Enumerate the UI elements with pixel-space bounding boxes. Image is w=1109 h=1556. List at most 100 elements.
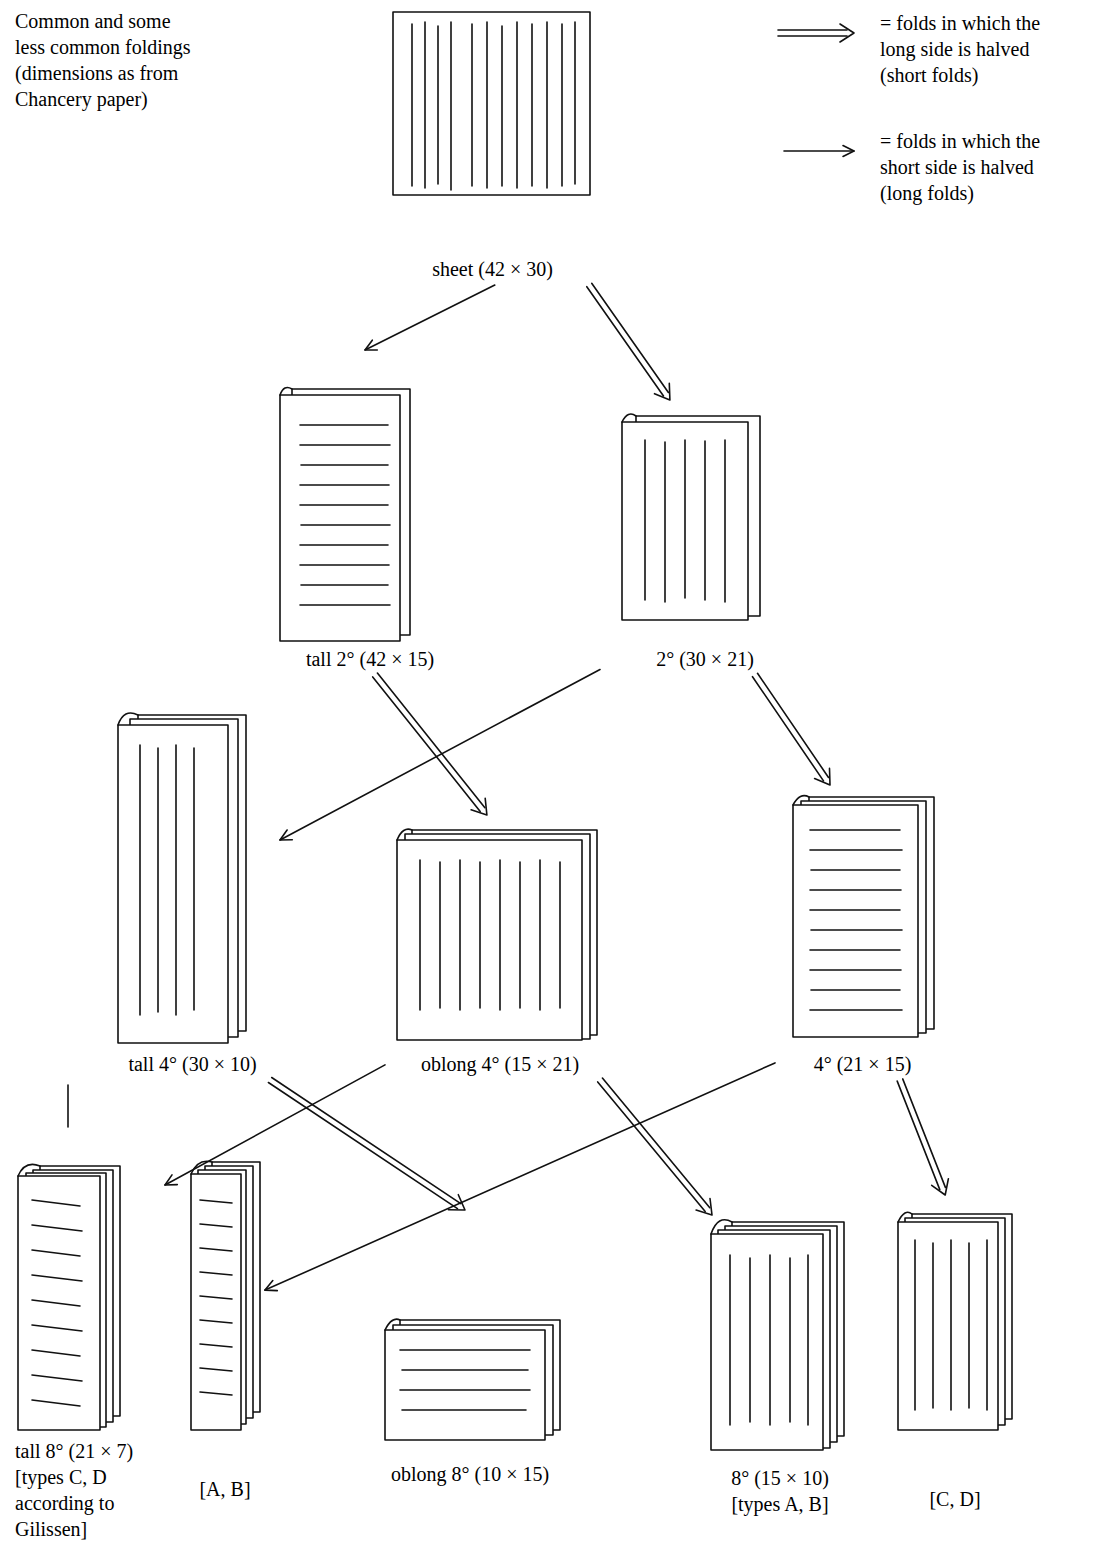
long-fold-arrow	[365, 285, 495, 350]
legend-text: = folds in which the long side is halved…	[880, 10, 1065, 88]
folding-figure: sheet (42 × 30)	[380, 5, 605, 285]
fold-curve	[711, 1220, 732, 1234]
legend-arrow	[784, 146, 854, 157]
legend-arrow	[778, 24, 854, 42]
oblong-octavo-figure	[385, 1319, 560, 1440]
fold-curve	[18, 1164, 40, 1176]
leaf-outline	[191, 1174, 241, 1430]
chain-lines	[200, 1200, 232, 1395]
short-fold-arrow	[753, 673, 831, 785]
long-fold-arrow	[265, 1063, 775, 1291]
tall-quarto-figure	[118, 713, 246, 1043]
connector-line	[268, 1083, 457, 1209]
chain-lines	[730, 1255, 808, 1425]
figure-caption: oblong 4° (15 × 21)	[390, 1051, 610, 1077]
tall-octavo-ab-figure	[191, 1161, 260, 1430]
connector-line	[587, 287, 664, 396]
arrow-head	[932, 1179, 949, 1195]
folding-figure: tall 2° (42 × 15)	[265, 350, 475, 675]
connector-line	[373, 677, 481, 812]
connector-line	[280, 670, 600, 841]
folding-figure: [C, D]	[885, 1195, 1025, 1515]
fold-curve	[118, 713, 138, 725]
connector-line	[592, 283, 669, 392]
fold-curve	[793, 796, 809, 805]
short-fold-arrow	[373, 673, 487, 815]
chain-lines	[915, 1240, 987, 1410]
leaf-outline	[397, 840, 582, 1040]
leaf-outline	[898, 1222, 998, 1430]
arrow-head	[815, 768, 830, 785]
arrow-head	[471, 798, 487, 815]
long-fold-arrow	[165, 1065, 385, 1185]
short-fold-sample	[770, 20, 860, 46]
chain-lines	[400, 1350, 530, 1410]
leaf-outline	[280, 395, 400, 641]
folding-figure: 8° (15 × 10) [types A, B]	[700, 1215, 860, 1520]
figure-caption: 2° (30 × 21)	[605, 646, 805, 672]
arrow-head	[365, 340, 377, 350]
long-fold-sample	[770, 138, 860, 164]
chain-lines	[32, 1200, 82, 1406]
leaf-outline	[118, 725, 228, 1043]
arrow-head	[843, 146, 854, 157]
folio-figure	[622, 414, 760, 620]
connector-line	[778, 29, 847, 31]
leaf-outline	[793, 805, 918, 1037]
connector-line	[365, 285, 495, 350]
figure-caption: 4° (21 × 15)	[778, 1051, 948, 1077]
arrow-head	[265, 1281, 277, 1291]
connector-line	[784, 150, 854, 152]
quarto-figure	[793, 796, 934, 1037]
folding-figure: tall 4° (30 × 10)	[105, 705, 280, 1080]
chain-lines	[810, 830, 902, 1010]
arrow-head	[840, 24, 854, 42]
sheet-figure	[393, 12, 590, 195]
chain-lines	[412, 22, 575, 190]
fold-curve	[622, 414, 636, 422]
tall-folio-figure	[280, 387, 410, 641]
figure-caption: [A, B]	[186, 1476, 264, 1502]
leaf-outline	[622, 422, 748, 620]
chain-lines	[300, 425, 390, 605]
folding-figure: 2° (30 × 21)	[600, 400, 810, 675]
connector-line	[758, 673, 829, 777]
fold-curve	[898, 1212, 912, 1222]
fold-curve	[397, 829, 412, 840]
arrow-head	[280, 830, 292, 840]
octavo-figure	[711, 1220, 844, 1450]
legend-entry: = folds in which the short side is halve…	[770, 128, 1100, 206]
connector-line	[602, 1078, 709, 1208]
fold-curve	[280, 387, 292, 395]
arrow-head	[655, 383, 670, 400]
folding-figure: oblong 8° (10 × 15)	[370, 1210, 570, 1490]
connector-line	[377, 673, 485, 808]
folding-figure: [A, B]	[185, 1160, 265, 1505]
leaf-outline	[393, 12, 590, 195]
figure-caption: sheet (42 × 30)	[385, 256, 600, 282]
figure-caption: [C, D]	[888, 1486, 1023, 1512]
long-fold-arrow	[280, 670, 600, 841]
arrow-head	[696, 1199, 712, 1216]
figure-caption: tall 2° (42 × 15)	[270, 646, 470, 672]
octavo-cd-figure	[898, 1212, 1012, 1430]
connector-line	[272, 1078, 461, 1204]
folding-figure: 4° (21 × 15)	[775, 785, 950, 1080]
short-fold-arrow	[897, 1079, 948, 1195]
arrow-head	[165, 1175, 177, 1185]
legend-text: = folds in which the short side is halve…	[880, 128, 1065, 206]
stray-mark	[67, 1085, 69, 1127]
folding-figure: oblong 4° (15 × 21)	[385, 815, 615, 1080]
connector-line	[778, 35, 847, 37]
tall-octavo-cd-figure	[18, 1164, 120, 1430]
chain-lines	[645, 440, 725, 602]
figure-caption: 8° (15 × 10) [types A, B]	[719, 1465, 841, 1517]
oblong-quarto-figure	[397, 829, 597, 1040]
chain-lines	[420, 860, 560, 1010]
legend-entry: = folds in which the long side is halved…	[770, 10, 1100, 88]
fold-curve	[385, 1319, 400, 1330]
figure-caption: tall 8° (21 × 7) [types C, D according t…	[15, 1438, 165, 1542]
short-fold-arrow	[587, 283, 670, 400]
leaf-outline	[385, 1330, 545, 1440]
